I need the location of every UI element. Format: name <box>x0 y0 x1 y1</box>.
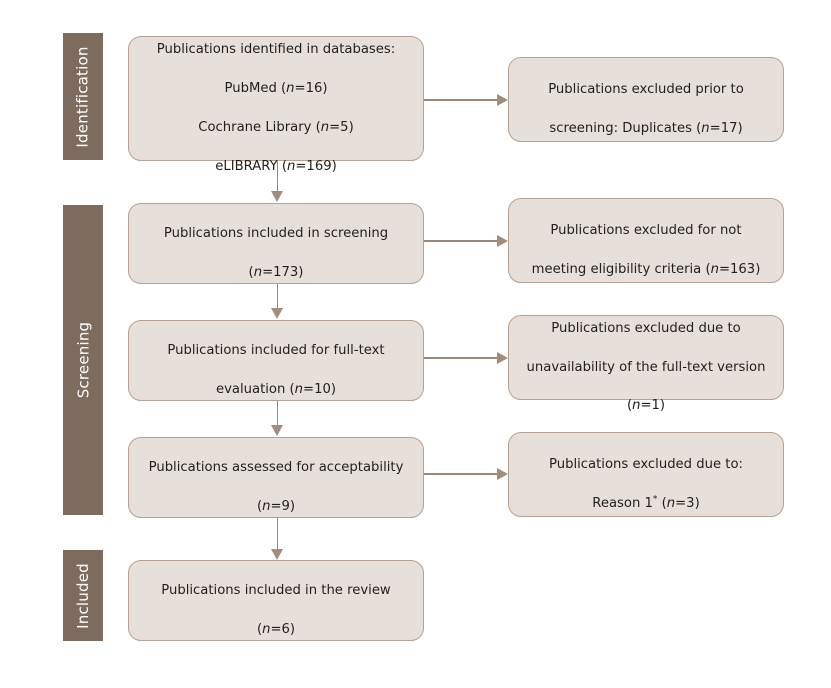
box-excluded-eligibility-text: Publications excluded for not meeting el… <box>532 202 761 280</box>
box-publications-identified-text: Publications identified in databases: Pu… <box>157 21 395 176</box>
connector-screening-to-eligibility <box>424 240 497 242</box>
fulltext-included-line2-label: evaluation ( <box>215 381 295 397</box>
stage-label-screening: Screening <box>74 321 93 399</box>
duplicates-line1: Publications excluded prior to <box>548 82 744 98</box>
reason-line2-value: =3) <box>675 495 700 511</box>
screening-included-line2-value: =173) <box>262 264 304 280</box>
box-publications-included-screening-text: Publications included in screening (n=17… <box>164 205 388 283</box>
eligibility-line2-value: =163) <box>718 261 761 277</box>
arrowhead-screening-to-eligibility <box>497 235 508 247</box>
connector-acceptability-to-reason <box>424 473 497 475</box>
box-excluded-unavailable-fulltext[interactable]: Publications excluded due to unavailabil… <box>508 315 784 413</box>
screening-included-line2-n: n <box>253 264 263 280</box>
identified-line4-label: eLIBRARY ( <box>215 158 288 174</box>
box-excluded-duplicates-text: Publications excluded prior to screening… <box>548 61 744 139</box>
fulltext-included-line2-n: n <box>294 381 304 397</box>
box-excluded-eligibility[interactable]: Publications excluded for not meeting el… <box>508 198 784 283</box>
box-publications-assessed-acceptability-text: Publications assessed for acceptability … <box>149 439 404 517</box>
box-publications-included-review-text: Publications included in the review (n=6… <box>161 562 390 640</box>
connector-screening-to-fulltext <box>276 284 278 309</box>
connector-identified-to-duplicates <box>424 99 497 101</box>
review-included-line2-n: n <box>262 621 271 637</box>
reason-line2-label: ( <box>657 495 667 511</box>
acceptability-line2-value: =9) <box>270 498 296 514</box>
screening-included-line1: Publications included in screening <box>163 226 389 242</box>
box-excluded-reason-text: Publications excluded due to: Reason 1* … <box>549 436 743 514</box>
acceptability-line2-label: ( <box>256 498 263 514</box>
box-publications-identified[interactable]: Publications identified in databases: Pu… <box>128 36 424 174</box>
screening-included-line2-label: ( <box>248 264 254 280</box>
stage-label-identification: Identification <box>74 45 92 148</box>
fulltext-included-line2-value: =10) <box>303 381 337 397</box>
identified-line1: Publications identified in databases: <box>156 42 396 58</box>
reason-line2-n: n <box>666 495 676 511</box>
duplicates-line2-label: screening: Duplicates ( <box>549 120 702 136</box>
connector-acceptability-to-review <box>276 518 278 550</box>
box-publications-fulltext-evaluation-text: Publications included for full-text eval… <box>167 322 384 400</box>
identified-line2-label: PubMed ( <box>224 81 287 97</box>
identified-line4-n: n <box>287 158 296 174</box>
identified-line3-value: =5) <box>329 119 354 135</box>
reason-line1: Publications excluded due to: <box>549 457 743 473</box>
stage-bar-screening: Screening <box>63 205 103 515</box>
unavailable-line3-n: n <box>632 398 641 414</box>
reason-asterisk-marker: * <box>652 494 658 505</box>
identified-line3-n: n <box>320 119 330 135</box>
review-included-line2-label: ( <box>256 621 263 637</box>
arrowhead-identified-to-screening <box>271 191 283 202</box>
review-included-line2-value: =6) <box>270 621 296 637</box>
reason-line2-prefix: Reason 1 <box>592 495 653 511</box>
connector-fulltext-to-unavailable <box>424 357 497 359</box>
box-excluded-unavailable-fulltext-text: Publications excluded due to unavailabil… <box>527 299 766 415</box>
acceptability-line2-n: n <box>262 498 271 514</box>
box-publications-included-review[interactable]: Publications included in the review (n=6… <box>128 560 424 641</box>
acceptability-line1: Publications assessed for acceptability <box>148 460 404 476</box>
box-excluded-duplicates[interactable]: Publications excluded prior to screening… <box>508 57 784 142</box>
connector-identified-to-screening <box>276 160 278 192</box>
eligibility-line2-label: meeting eligibility criteria ( <box>531 261 711 277</box>
arrowhead-acceptability-to-review <box>271 549 283 560</box>
identified-line2-value: =16) <box>294 81 328 97</box>
arrowhead-acceptability-to-reason <box>497 468 508 480</box>
duplicates-line2-n: n <box>701 120 710 136</box>
review-included-line1: Publications included in the review <box>161 583 391 599</box>
unavailable-line1: Publications excluded due to <box>551 320 741 336</box>
stage-bar-included: Included <box>63 550 103 641</box>
identified-line4-value: =169) <box>295 158 337 174</box>
eligibility-line2-n: n <box>710 261 719 277</box>
unavailable-line2: unavailability of the full-text version <box>526 359 766 375</box>
box-publications-assessed-acceptability[interactable]: Publications assessed for acceptability … <box>128 437 424 518</box>
arrowhead-fulltext-to-acceptability <box>271 425 283 436</box>
eligibility-line1: Publications excluded for not <box>550 223 742 239</box>
fulltext-included-line1: Publications included for full-text <box>167 343 385 359</box>
identified-line2-n: n <box>286 81 295 97</box>
box-publications-fulltext-evaluation[interactable]: Publications included for full-text eval… <box>128 320 424 401</box>
identified-line3-label: Cochrane Library ( <box>198 119 321 135</box>
stage-label-included: Included <box>74 562 93 629</box>
arrowhead-fulltext-to-unavailable <box>497 352 508 364</box>
box-publications-included-screening[interactable]: Publications included in screening (n=17… <box>128 203 424 284</box>
stage-bar-identification: Identification <box>63 33 103 160</box>
connector-fulltext-to-acceptability <box>276 401 278 426</box>
box-excluded-reason[interactable]: Publications excluded due to: Reason 1* … <box>508 432 784 517</box>
duplicates-line2-value: =17) <box>709 120 743 136</box>
unavailable-line3-label: ( <box>626 398 633 414</box>
arrowhead-identified-to-duplicates <box>497 94 508 106</box>
arrowhead-screening-to-fulltext <box>271 308 283 319</box>
unavailable-line3-value: =1) <box>640 398 666 414</box>
